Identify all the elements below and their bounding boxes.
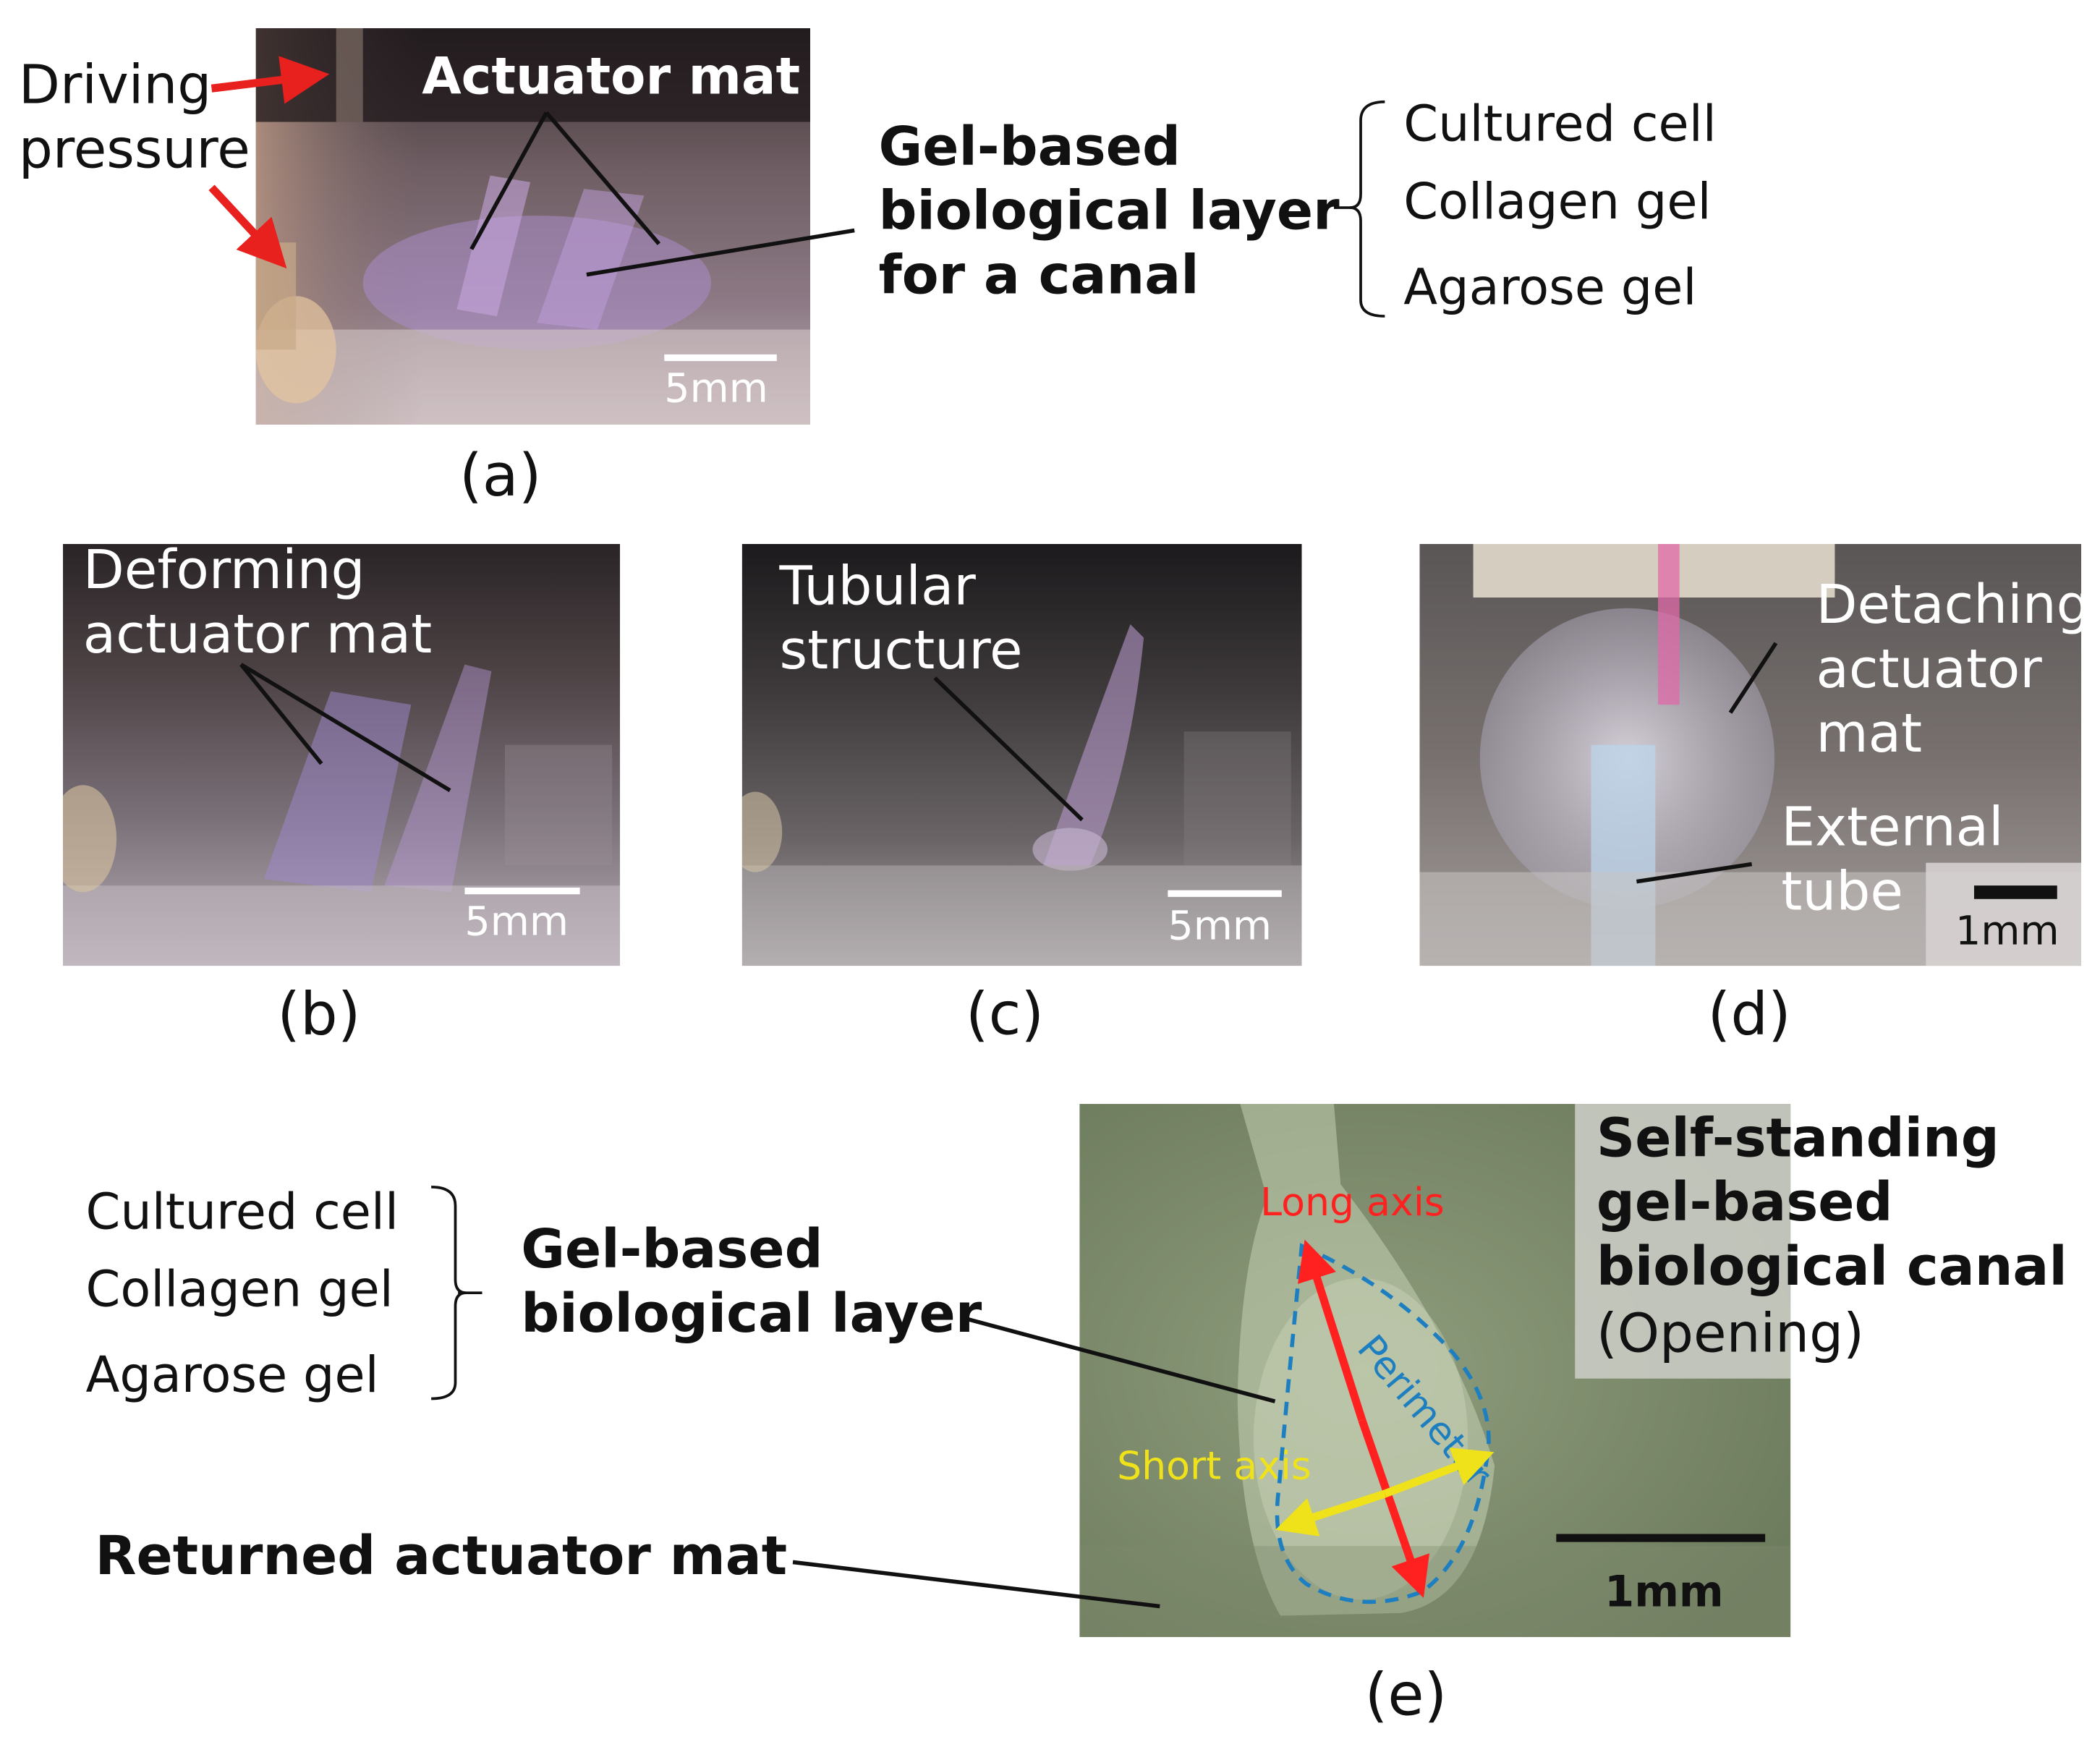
gel-layer-label-2: biological layer xyxy=(878,181,1340,243)
external-tube-pointer xyxy=(1636,862,1753,884)
long-axis-label: Long axis xyxy=(1260,1178,1445,1225)
external-tube-label-1: External xyxy=(1781,796,2004,859)
canal-label-1: Self-standing xyxy=(1596,1108,1999,1170)
external-tube-label-2: tube xyxy=(1781,861,1903,924)
driving-pressure-arrow-upper xyxy=(211,56,330,104)
canal-label-2: gel-based xyxy=(1596,1172,1893,1234)
actuator-mat-label: Actuator mat xyxy=(422,46,801,106)
layer-collagen-gel: Collagen gel xyxy=(1403,172,1712,231)
photo-e xyxy=(1079,1104,1791,1638)
photo-b xyxy=(63,543,621,966)
scale-bar-label-c: 5mm xyxy=(1168,903,1272,951)
long-axis-arrow-a xyxy=(1297,1239,1366,1421)
actuator-pointer-left xyxy=(469,111,548,250)
deforming-label-2: actuator mat xyxy=(82,604,433,666)
photo-a xyxy=(255,27,811,425)
returned-actuator-label: Returned actuator mat xyxy=(95,1526,788,1588)
caption-b: (b) xyxy=(277,980,361,1050)
actuator-pointer-right xyxy=(545,111,660,245)
canal-label-4: (Opening) xyxy=(1596,1303,1864,1366)
caption-c: (c) xyxy=(965,980,1045,1050)
short-axis-arrow-b xyxy=(1383,1448,1495,1498)
short-axis-arrow-a xyxy=(1275,1489,1387,1536)
returned-actuator-pointer xyxy=(792,1560,1160,1609)
caption-a: (a) xyxy=(459,442,542,511)
gel-layer-label-3: for a canal xyxy=(878,245,1199,307)
perimeter-outline xyxy=(1275,1243,1491,1604)
caption-e: (e) xyxy=(1364,1661,1448,1730)
long-axis-arrow-b xyxy=(1358,1419,1430,1598)
detaching-label-1: Detaching xyxy=(1816,574,2091,637)
e-layer-agarose-gel: Agarose gel xyxy=(85,1346,379,1404)
e-gel-layer-label-2: biological layer xyxy=(521,1283,982,1346)
scale-bar-label-b: 5mm xyxy=(464,898,569,946)
e-gel-layer-label-1: Gel-based xyxy=(521,1219,823,1281)
tubular-label-1: Tubular xyxy=(779,556,976,618)
deforming-pointer-right xyxy=(239,663,451,793)
canal-label-3: biological canal xyxy=(1596,1236,2067,1298)
brace-a xyxy=(1350,100,1385,318)
brace-e xyxy=(431,1186,467,1400)
gel-layer-label-1: Gel-based xyxy=(878,116,1181,179)
detaching-label-2: actuator xyxy=(1816,639,2042,701)
scale-bar-label-e: 1mm xyxy=(1604,1565,1724,1618)
deforming-label-1: Deforming xyxy=(82,540,365,602)
e-layer-collagen-gel: Collagen gel xyxy=(85,1260,394,1319)
layer-agarose-gel: Agarose gel xyxy=(1403,258,1697,317)
driving-label: Driving xyxy=(18,54,212,117)
e-layer-cultured-cell: Cultured cell xyxy=(85,1183,399,1241)
detaching-label-3: mat xyxy=(1816,703,1923,765)
detaching-pointer xyxy=(1728,642,1778,714)
gel-layer-pointer-e xyxy=(964,1316,1276,1403)
scale-bar-label-d: 1mm xyxy=(1955,908,2059,956)
gel-layer-pointer-a xyxy=(586,228,855,277)
pressure-label: pressure xyxy=(18,119,250,182)
scale-bar-label-a: 5mm xyxy=(664,365,768,413)
driving-pressure-arrow-lower xyxy=(208,184,287,269)
tubular-pointer xyxy=(933,676,1084,822)
tubular-label-2: structure xyxy=(779,620,1023,682)
photo-d xyxy=(1419,543,2082,966)
layer-cultured-cell: Cultured cell xyxy=(1403,95,1717,153)
caption-d: (d) xyxy=(1707,980,1791,1050)
deforming-pointer-left xyxy=(239,663,323,765)
